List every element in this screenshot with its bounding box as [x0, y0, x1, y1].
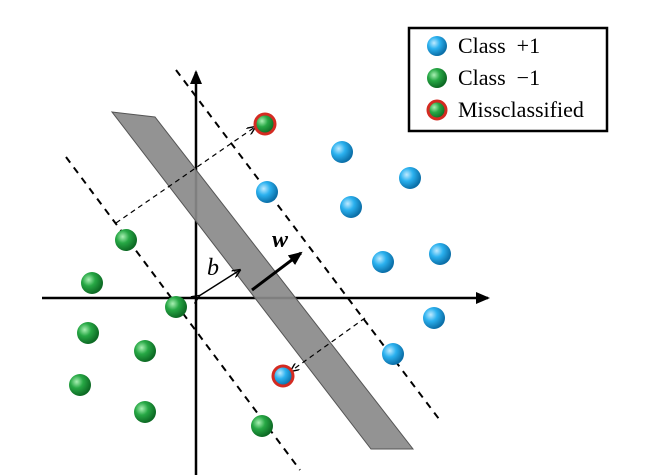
slack-arrow-bottom	[291, 317, 366, 371]
class-negative-point	[81, 272, 103, 294]
weight-vector-arrow	[251, 251, 303, 292]
class-positive-point	[340, 196, 362, 218]
class-positive-point	[423, 307, 445, 329]
legend-label-class-negative: Class −1	[458, 65, 540, 90]
margin-line-right	[175, 69, 443, 424]
blue-sphere-marker-icon	[427, 36, 447, 56]
weight-vector-label: w	[272, 227, 289, 253]
misclassified-point-blue	[271, 364, 295, 388]
class-negative-point	[115, 229, 137, 251]
class-positive-point	[372, 251, 394, 273]
class-negative-points	[69, 229, 273, 437]
class-negative-point	[77, 322, 99, 344]
class-negative-point	[165, 296, 187, 318]
legend: Class +1 Class −1 Missclassified	[407, 26, 609, 133]
bias-arrow	[199, 270, 240, 296]
class-positive-point	[399, 167, 421, 189]
legend-label-misclassified: Missclassified	[458, 97, 584, 122]
misclassified-point-green	[253, 112, 277, 136]
class-negative-point	[134, 340, 156, 362]
legend-label-class-positive: Class +1	[458, 33, 540, 58]
class-positive-point	[429, 243, 451, 265]
class-negative-point	[69, 374, 91, 396]
misclassified-points	[253, 112, 295, 388]
red-ringed-sphere-marker-icon	[426, 99, 448, 121]
class-positive-point	[256, 181, 278, 203]
class-negative-point	[134, 401, 156, 423]
green-sphere-marker-icon	[427, 68, 447, 88]
bias-label: b	[207, 255, 219, 281]
class-positive-points	[256, 141, 451, 365]
class-positive-point	[382, 343, 404, 365]
slack-arrow-top	[115, 127, 255, 224]
class-negative-point	[251, 415, 273, 437]
class-positive-point	[331, 141, 353, 163]
